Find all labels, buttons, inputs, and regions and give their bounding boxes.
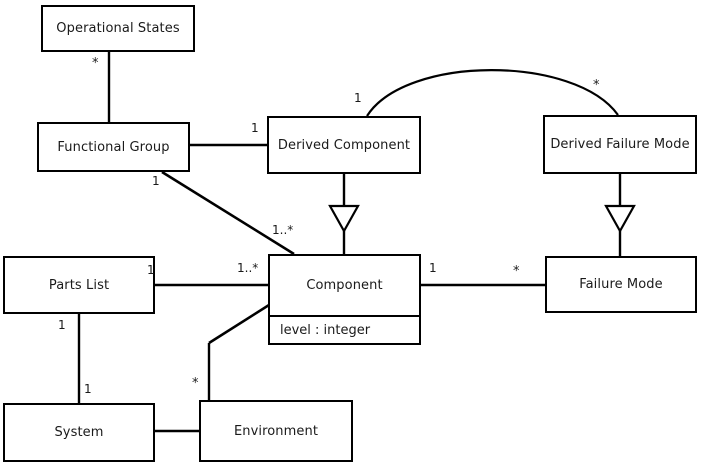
multiplicity-parts-list-system-target: 1 — [84, 382, 92, 396]
class-name-environment: Environment — [233, 423, 319, 439]
class-name-component: Component — [306, 278, 383, 293]
class-box-environment[interactable]: Environment — [199, 400, 353, 462]
generalization-arrowhead-failure-mode — [604, 204, 636, 234]
class-name-system: System — [54, 425, 104, 440]
multiplicity-arc-derived-component-end: 1 — [354, 91, 362, 105]
class-attribute-component-level: level : integer — [270, 315, 419, 343]
class-box-parts-list[interactable]: Parts List — [3, 256, 155, 314]
multiplicity-functional-group-derived-component: 1 — [251, 121, 259, 135]
class-box-functional-group[interactable]: Functional Group — [37, 122, 190, 172]
multiplicity-component-environment: * — [192, 376, 199, 391]
class-name-failure-mode: Failure Mode — [579, 277, 663, 292]
multiplicity-parts-list-component-source: 1 — [147, 263, 155, 277]
generalization-arrowhead-component — [328, 204, 360, 234]
class-box-derived-failure-mode[interactable]: Derived Failure Mode — [543, 115, 697, 174]
class-box-derived-component[interactable]: Derived Component — [267, 116, 421, 174]
multiplicity-arc-derived-failure-mode-end: * — [593, 78, 600, 93]
edge-derived-component-derived-failure-mode — [366, 69, 619, 117]
class-name-derived-failure-mode: Derived Failure Mode — [550, 137, 690, 152]
multiplicity-component-failure-mode-source: 1 — [429, 261, 437, 275]
multiplicity-parts-list-component-target: 1..* — [237, 261, 259, 275]
class-box-system[interactable]: System — [3, 403, 155, 462]
multiplicity-functional-group-component-target: 1..* — [272, 223, 294, 237]
edge-functional-group-component — [161, 170, 295, 256]
class-name-parts-list: Parts List — [48, 277, 110, 293]
edge-component-environment-diagonal — [208, 303, 270, 345]
class-box-component[interactable]: Component level : integer — [268, 254, 421, 345]
multiplicity-operational-states-functional-group: * — [92, 56, 99, 71]
multiplicity-functional-group-component-source: 1 — [152, 174, 160, 188]
class-box-failure-mode[interactable]: Failure Mode — [545, 256, 697, 313]
class-name-operational-states: Operational States — [56, 21, 180, 36]
class-name-derived-component: Derived Component — [277, 137, 411, 153]
class-box-operational-states[interactable]: Operational States — [41, 5, 195, 52]
class-name-functional-group: Functional Group — [57, 139, 170, 155]
multiplicity-component-failure-mode-target: * — [513, 264, 520, 279]
multiplicity-parts-list-system-source: 1 — [58, 318, 66, 332]
